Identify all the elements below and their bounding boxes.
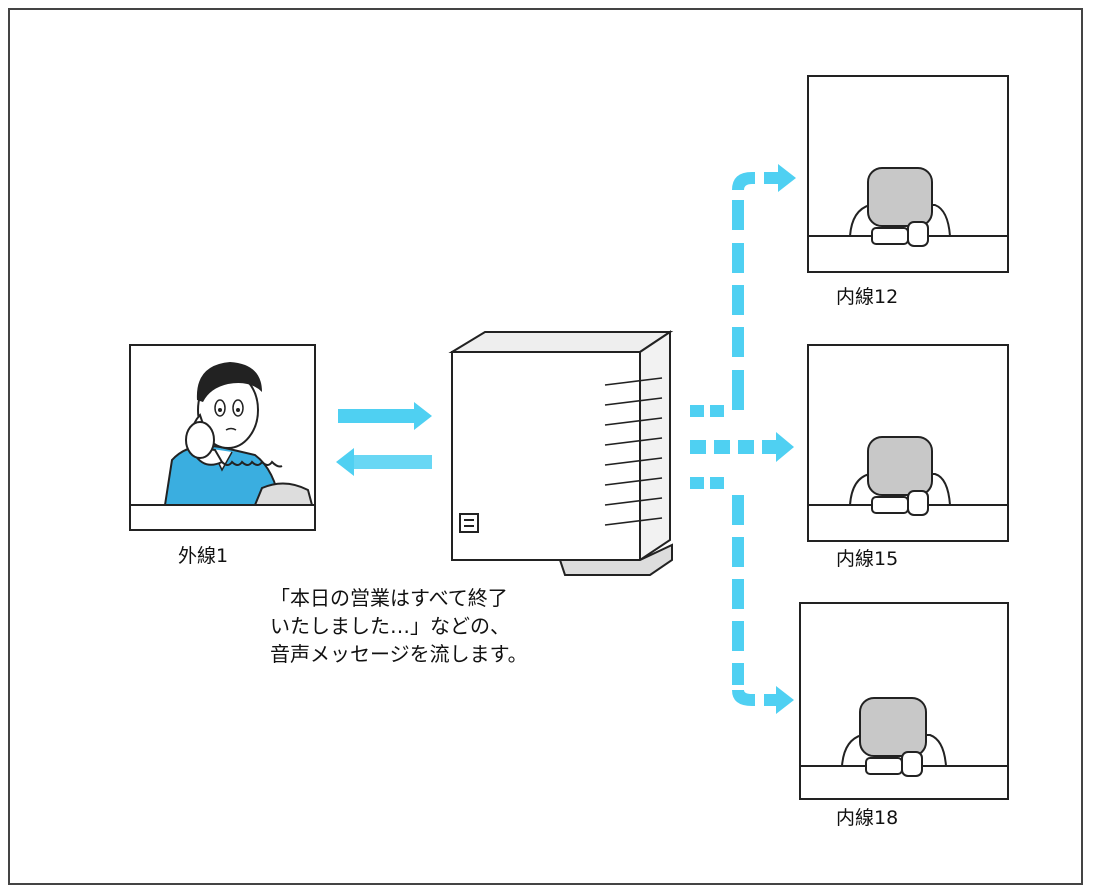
branch-arrow-top [690, 164, 796, 417]
branch-arrow-bottom [690, 477, 794, 714]
branch-arrow-middle [690, 432, 794, 462]
message-line: 「本日の営業はすべて終了 [270, 586, 508, 610]
extension-panel-18 [799, 602, 1009, 800]
extension-15-label: 内線15 [836, 548, 899, 570]
operator-headset-icon [840, 697, 948, 777]
caller-label: 外線1 [178, 545, 229, 567]
caller-panel [129, 344, 316, 531]
inbound-arrow [338, 402, 432, 430]
message-line: いたしました…」などの、 [270, 614, 510, 638]
caller-person-icon [163, 362, 314, 506]
operator-headset-icon [848, 167, 952, 247]
extension-panel-12 [807, 75, 1009, 273]
extension-18-label: 内線18 [836, 807, 899, 829]
voice-message-caption: 「本日の営業はすべて終了 いたしました…」などの、 音声メッセージを流します。 [270, 584, 528, 668]
operator-headset-icon [848, 436, 952, 516]
extension-12-label: 内線12 [836, 286, 899, 308]
extension-panel-15 [807, 344, 1009, 542]
pbx-unit-icon [448, 330, 674, 576]
diagram-frame [8, 8, 1083, 885]
message-line: 音声メッセージを流します。 [270, 642, 528, 666]
outbound-arrow [336, 448, 432, 476]
